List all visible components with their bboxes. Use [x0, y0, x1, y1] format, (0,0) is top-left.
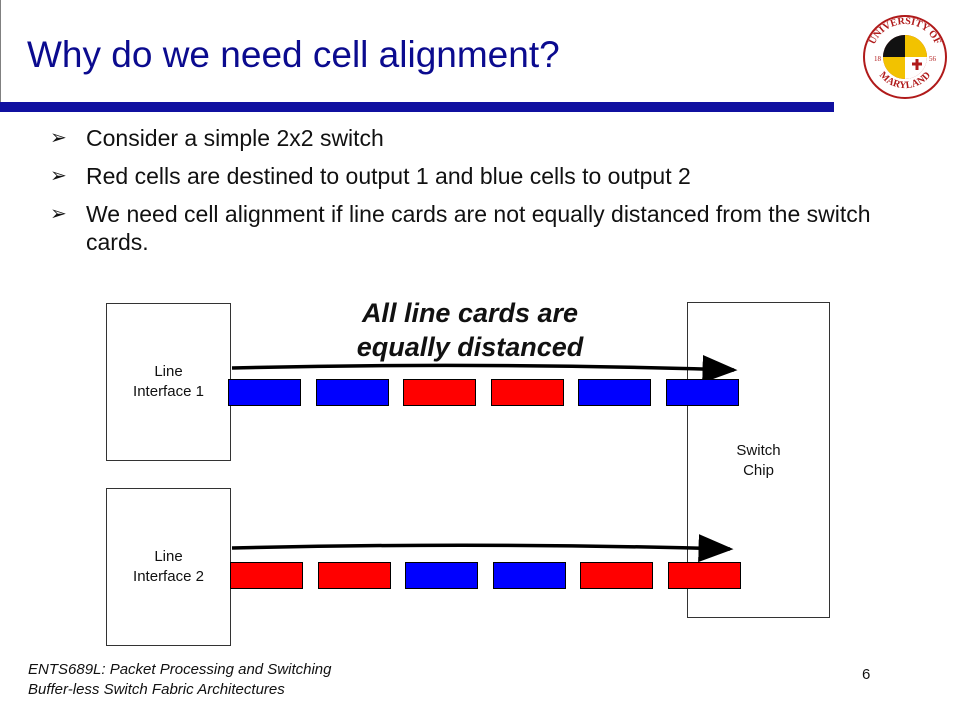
- left-divider: [0, 0, 1, 104]
- bullet-text: We need cell alignment if line cards are…: [86, 201, 871, 255]
- arrow-bullet-icon: ➢: [50, 127, 67, 149]
- blue-cell: [492, 562, 566, 589]
- university-seal-logo: UNIVERSITY OF MARYLAND 18 56: [863, 15, 947, 99]
- footer-topic: Buffer-less Switch Fabric Architectures: [28, 681, 285, 698]
- diagram-heading-line: equally distanced: [356, 332, 584, 362]
- footer: ENTS689L: Packet Processing and Switchin…: [28, 660, 332, 700]
- blue-cell: [578, 379, 651, 406]
- red-cell: [580, 562, 653, 589]
- red-cell: [490, 379, 564, 406]
- diagram-heading-line: All line cards are: [361, 298, 579, 328]
- footer-course: ENTS689L: Packet Processing and Switchin…: [28, 661, 332, 678]
- line-interface-1-label: Line: [154, 363, 183, 380]
- blue-cell: [665, 379, 739, 406]
- red-cell: [403, 379, 476, 406]
- diagram-heading: All line cards are equally distanced: [300, 296, 640, 364]
- bullet-list: ➢ Consider a simple 2x2 switch ➢ Red cel…: [50, 124, 880, 266]
- line-interface-2-label: Interface 2: [133, 568, 204, 585]
- switch-chip-label: Chip: [743, 462, 774, 479]
- blue-cell: [315, 379, 389, 406]
- logo-year-right: 56: [929, 55, 937, 63]
- blue-cell: [228, 379, 301, 406]
- bullet-item: ➢ Consider a simple 2x2 switch: [50, 124, 880, 152]
- switch-chip-label: Switch: [736, 442, 781, 459]
- blue-cell: [405, 562, 478, 589]
- red-cell: [667, 562, 741, 589]
- logo-year-left: 18: [874, 55, 882, 63]
- title-underline: [0, 102, 834, 112]
- arrow-row-1: [231, 355, 738, 384]
- slide-title: Why do we need cell alignment?: [27, 34, 560, 75]
- arrow-bullet-icon: ➢: [50, 165, 67, 187]
- bullet-text: Consider a simple 2x2 switch: [86, 125, 384, 151]
- arrow-bullet-icon: ➢: [50, 203, 67, 225]
- bullet-item: ➢ Red cells are destined to output 1 and…: [50, 162, 880, 190]
- bullet-text: Red cells are destined to output 1 and b…: [86, 163, 691, 189]
- arrow-row-2: [231, 534, 734, 563]
- page-number: 6: [862, 666, 871, 683]
- line-interface-1-label: Interface 1: [133, 383, 204, 400]
- red-cell: [230, 562, 303, 589]
- red-cell: [317, 562, 391, 589]
- bullet-item: ➢ We need cell alignment if line cards a…: [50, 200, 880, 256]
- line-interface-2-label: Line: [154, 548, 183, 565]
